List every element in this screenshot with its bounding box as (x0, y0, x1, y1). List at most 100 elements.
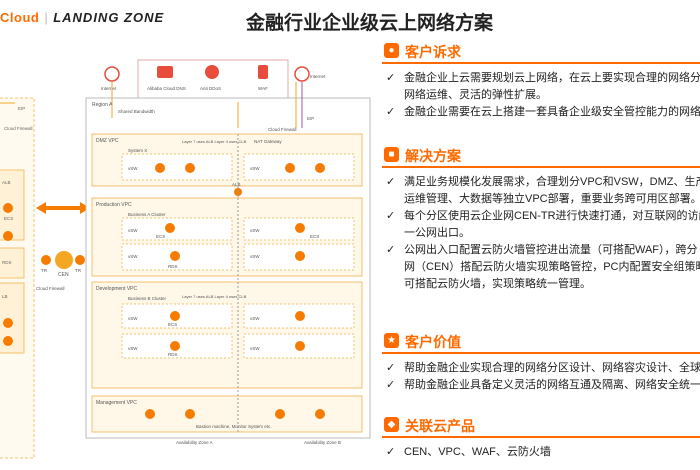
dmz-ecs-2 (185, 163, 195, 173)
section-title: 客户诉求 (405, 44, 461, 60)
section-header: ★ 客户价值 (382, 332, 700, 354)
section-header: ● 客户诉求 (382, 42, 700, 64)
dmz-cluster-a (121, 153, 233, 181)
check-icon: ✓ (386, 210, 396, 222)
dns-label: Alibaba Cloud DNS (147, 86, 186, 91)
section-header: ◆ 关联云产品 (382, 416, 700, 438)
left-lb-label: LB (2, 294, 8, 299)
list-item: ✓ 公网出入口配置云防火墙管控进出流量（可搭配WAF），跨分 网（CEN）搭配云… (382, 242, 700, 293)
item-line: 金融企业需要在云上搭建一套具备企业级安全管控能力的网络架 (404, 106, 700, 118)
user-icon: ● (384, 43, 399, 58)
item-line: 每个分区使用云企业网CEN-TR进行快速打通，对互联网的访问 (404, 210, 700, 222)
dev-vsw-c: vSW (128, 346, 138, 351)
item-line: 可搭配云防火墙，实现策略统一管理。 (404, 278, 591, 290)
left-rds-label: RDS (2, 260, 12, 265)
section-items: ✓ CEN、VPC、WAF、云防火墙 (382, 444, 700, 461)
item-line: CEN、VPC、WAF、云防火墙 (404, 446, 551, 458)
prod-ecs-label-b: ECS (310, 234, 319, 239)
dev-rds-icon-a (170, 341, 180, 351)
waf-label: WAF (258, 86, 268, 91)
prod-rds-label: RDS (168, 264, 178, 269)
dmz-cluster-b (243, 153, 355, 181)
dmz-vsw-b: vSW (250, 166, 260, 171)
internet-right-icon (294, 66, 310, 82)
shared-bandwidth-label: Shared Bandwidth (118, 109, 155, 114)
brand-landing-zone: LANDING ZONE (53, 10, 165, 25)
item-line: 满足业务规模化发展需求，合理划分VPC和VSW，DMZ、生产 (404, 176, 700, 188)
info-panel: ● 客户诉求 ✓ 金融企业上云需要规划云上网络，在云上要实现合理的网络分 网络运… (382, 40, 700, 470)
left-alb-label: ALB (2, 180, 11, 185)
check-icon: ✓ (386, 106, 396, 118)
ddos-label: Anti DDoS (200, 86, 221, 91)
prod-vsw-c: vSW (128, 254, 138, 259)
development-vpc-label: Development VPC (96, 286, 138, 292)
check-icon: ✓ (386, 446, 396, 458)
prod-rds-icon-a (170, 251, 180, 261)
business-a-label: Business A Cluster (128, 212, 166, 217)
list-item: ✓ 金融企业上云需要规划云上网络，在云上要实现合理的网络分 网络运维、灵活的弹性… (382, 70, 700, 104)
product-icon: ◆ (384, 417, 399, 432)
brand-logo: Cloud|LANDING ZONE (0, 10, 165, 25)
tr-left-icon (41, 255, 51, 265)
item-line: 一公网出口。 (404, 227, 470, 239)
mgmt-icon-2 (185, 409, 195, 419)
az-b-label: Availability Zone B (304, 440, 341, 445)
arrow-left-head (36, 202, 46, 214)
doc-icon: ■ (384, 147, 399, 162)
list-item: ✓ 帮助金融企业具备定义灵活的网络互通及隔离、网络安全统一 (382, 377, 700, 394)
item-line: 金融企业上云需要规划云上网络，在云上要实现合理的网络分 (404, 72, 700, 84)
prod-vsw-a: vSW (128, 228, 138, 233)
section-related-products: ◆ 关联云产品 ✓ CEN、VPC、WAF、云防火墙 (382, 416, 700, 461)
section-title: 关联云产品 (405, 418, 475, 434)
left-ecs-label: ECS (4, 216, 13, 221)
region-a-label: Region A (92, 102, 113, 108)
cloud-firewall-label: Cloud Firewall (268, 127, 297, 132)
section-items: ✓ 帮助金融企业实现合理的网络分区设计、网络容灾设计、全球 ✓ 帮助金融企业具备… (382, 360, 700, 394)
prod-cluster-a (121, 217, 233, 241)
dev-vsw-a: vSW (128, 316, 138, 321)
dmz-vpc-label: DMZ VPC (96, 138, 119, 144)
section-header: ■ 解决方案 (382, 146, 700, 168)
dmz-ecs-4 (315, 163, 325, 173)
brand-cloud: Cloud (0, 10, 40, 25)
cen-icon (55, 251, 73, 269)
list-item: ✓ 每个分区使用云企业网CEN-TR进行快速打通，对互联网的访问 一公网出口。 (382, 208, 700, 242)
section-items: ✓ 满足业务规模化发展需求，合理划分VPC和VSW，DMZ、生产 运维管理、大数… (382, 174, 700, 293)
left-eip-label: EIP (18, 106, 25, 111)
check-icon: ✓ (386, 379, 396, 391)
header: Cloud|LANDING ZONE 金融行业企业级云上网络方案 (0, 0, 700, 40)
section-solution: ■ 解决方案 ✓ 满足业务规模化发展需求，合理划分VPC和VSW，DMZ、生产 … (382, 146, 700, 293)
list-item: ✓ 金融企业需要在云上搭建一套具备企业级安全管控能力的网络架 (382, 104, 700, 121)
left-cloud-firewall-label: Cloud Firewall (4, 126, 33, 131)
item-line: 运维管理、大数据等独立VPC部署，重要业务跨可用区部署。 (404, 193, 700, 205)
section-customer-value: ★ 客户价值 ✓ 帮助金融企业实现合理的网络分区设计、网络容灾设计、全球 ✓ 帮… (382, 332, 700, 394)
prod-ecs-icon-a (165, 223, 175, 233)
nat-gateway-label: NAT Gateway (254, 139, 282, 144)
dev-rds-label: RDS (168, 352, 178, 357)
system-x-label: System X (128, 148, 147, 153)
prod-rds-icon-b (295, 251, 305, 261)
section-customer-needs: ● 客户诉求 ✓ 金融企业上云需要规划云上网络，在云上要实现合理的网络分 网络运… (382, 42, 700, 121)
section-title: 解决方案 (405, 148, 461, 164)
section-items: ✓ 金融企业上云需要规划云上网络，在云上要实现合理的网络分 网络运维、灵活的弹性… (382, 70, 700, 121)
item-line: 网络运维、灵活的弹性扩展。 (404, 89, 547, 101)
cen-label: CEN (58, 272, 69, 278)
check-icon: ✓ (386, 176, 396, 188)
item-line: 网（CEN）搭配云防火墙实现策略管控，PC内配置安全组策略 (404, 261, 700, 273)
diagram-svg: EIP Cloud Firewall ALB ECS RDS LB TR TR … (0, 59, 371, 459)
item-line: 公网出入口配置云防火墙管控进出流量（可搭配WAF），跨分 (404, 244, 698, 256)
left-vpc-2 (0, 247, 25, 279)
dmz-ecs-1 (155, 163, 165, 173)
waf-icon (258, 65, 268, 79)
list-item: ✓ CEN、VPC、WAF、云防火墙 (382, 444, 700, 461)
cen-firewall-label: Cloud Firewall (36, 286, 65, 291)
left-ecs-icon (3, 203, 13, 213)
dev-vsw-d: vSW (250, 346, 260, 351)
dev-ecs-icon-b (295, 311, 305, 321)
internet-right-label: Internet (310, 74, 326, 79)
list-item: ✓ 满足业务规模化发展需求，合理划分VPC和VSW，DMZ、生产 运维管理、大数… (382, 174, 700, 208)
prod-ecs-label-a: ECS (156, 234, 165, 239)
tr-left-label: TR (41, 268, 48, 273)
business-b-label: Business B Cluster (128, 296, 167, 301)
left-rds-icon (3, 231, 13, 241)
